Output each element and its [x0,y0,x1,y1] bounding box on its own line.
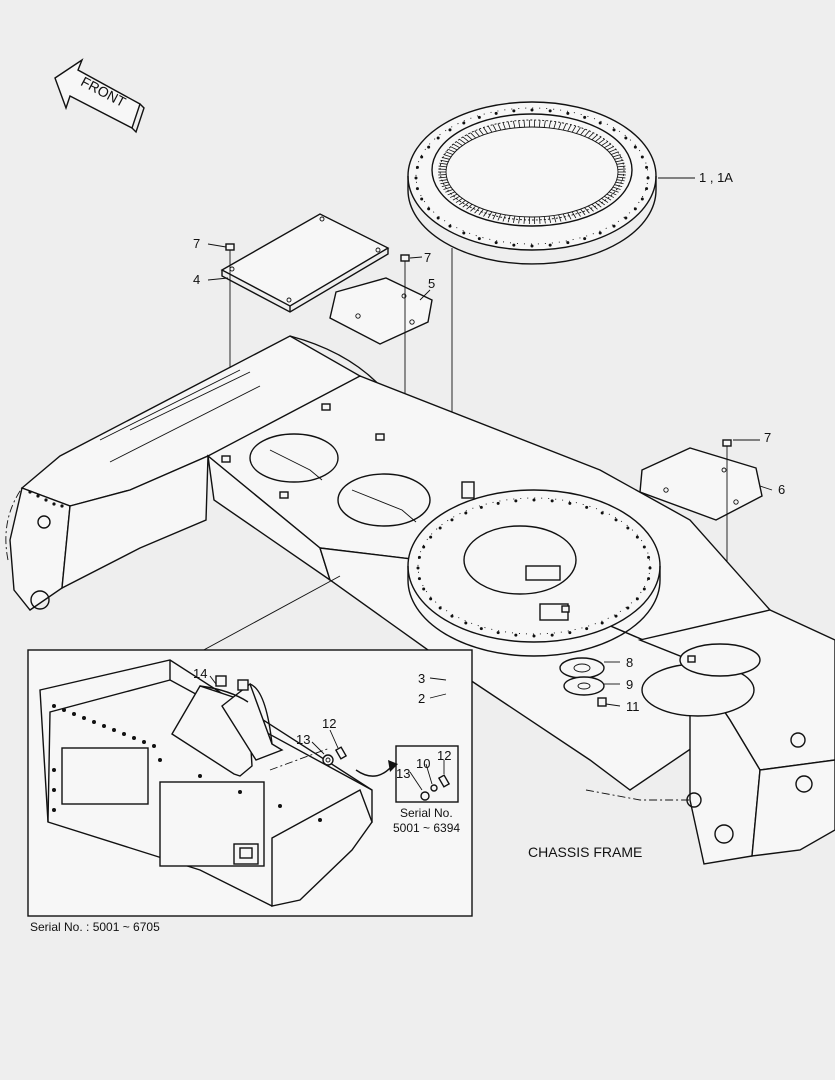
front-arrow: FRONT [54,58,145,134]
bolts-7 [225,243,732,456]
serial-footer: Serial No. : 5001 ~ 6705 [30,920,160,934]
callout-13-inset: 13 [296,732,310,747]
callout-12-inset: 12 [322,716,336,731]
gasket-8 [559,657,605,679]
callout-12-sub: 12 [437,748,451,763]
ring-bolt-holes [414,108,650,248]
callout-7-left: 7 [193,236,200,251]
callout-9: 9 [626,677,633,692]
callout-8: 8 [626,655,633,670]
inset-serial-line2: 5001 ~ 6394 [393,821,460,835]
callout-11: 11 [626,699,640,714]
inset-serial-line1: Serial No. [400,806,453,820]
gasket-9 [563,676,605,696]
callout-2: 2 [418,691,425,706]
callout-6: 6 [778,482,785,497]
callout-3: 3 [418,671,425,686]
cover-plate-5 [329,277,433,345]
callout-1-1a: 1 , 1A [699,170,733,185]
chassis-frame [5,335,835,865]
bolt-7-left [225,243,235,262]
callout-10-sub: 10 [416,756,430,771]
ring-gear-teeth [438,120,626,224]
bolt-7-mid [400,254,410,268]
bolt-11 [597,697,607,707]
callout-5: 5 [428,276,435,291]
callout-7-mid: 7 [424,250,431,265]
assembly-title: CHASSIS FRAME [528,844,642,860]
mount-bolt-holes [416,498,652,638]
callout-labels: 1 , 1A 7 4 7 5 7 6 8 9 11 3 2 14 12 13 1… [193,170,785,835]
callout-4: 4 [193,272,200,287]
swing-bearing-ring [407,101,657,265]
callout-7-right: 7 [764,430,771,445]
callout-14: 14 [193,666,207,681]
cover-plate-4 [220,213,390,313]
callout-13-sub: 13 [396,766,410,781]
bolt-7-right [722,439,732,456]
inset-detail [27,649,473,917]
callout-leaders [207,177,773,791]
